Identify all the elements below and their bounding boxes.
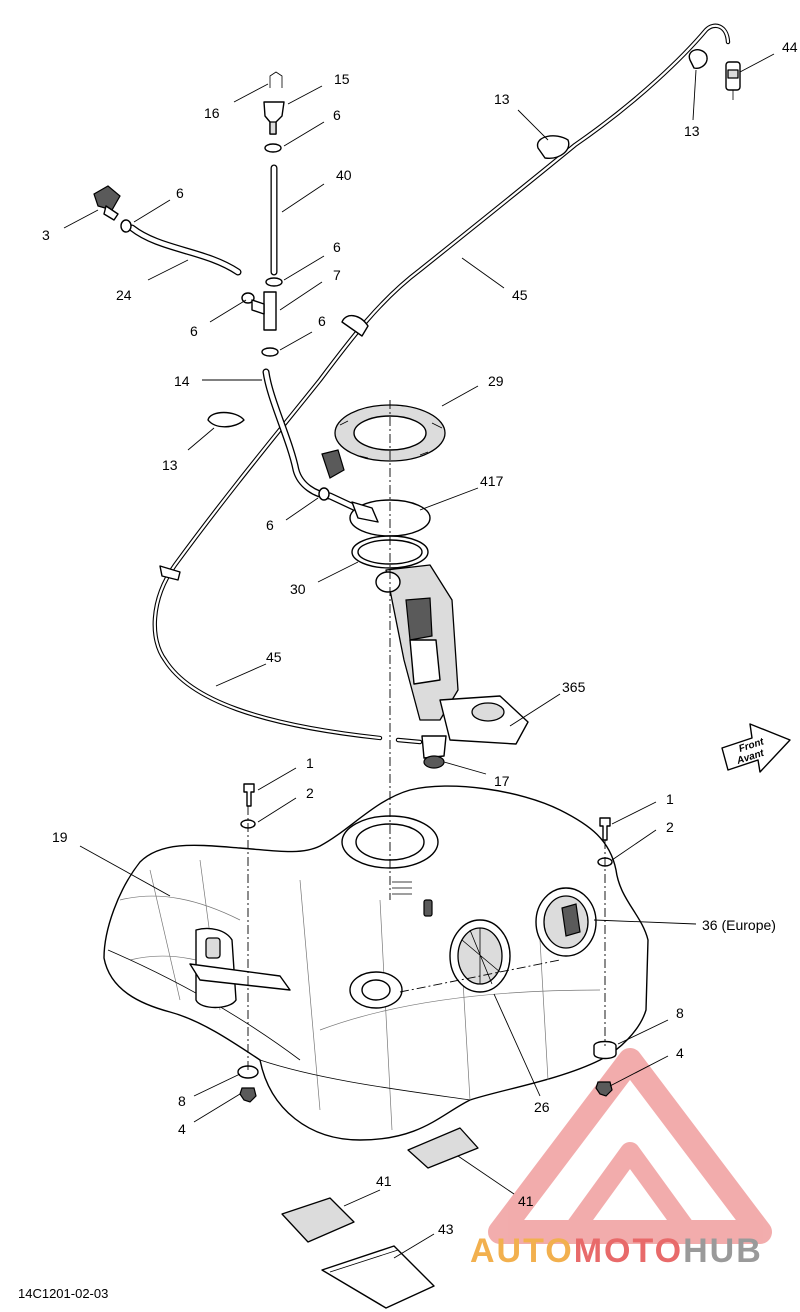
callout-1: 1 — [666, 791, 674, 807]
callout-365: 365 — [562, 679, 586, 695]
callout-40: 40 — [336, 167, 352, 183]
callout-45: 45 — [266, 649, 282, 665]
pump-flange-417 — [321, 449, 431, 537]
callout-1: 1 — [306, 755, 314, 771]
clamp-13-left — [207, 411, 245, 428]
callout-36-europe: 36 (Europe) — [702, 917, 776, 933]
callout-44: 44 — [782, 39, 798, 55]
callout-13: 13 — [684, 123, 700, 139]
gasket-30 — [351, 535, 429, 569]
callout-417: 417 — [480, 473, 504, 489]
watermark-hub: HUB — [683, 1232, 763, 1270]
connector-3 — [93, 185, 121, 221]
callout-41: 41 — [376, 1173, 392, 1189]
cap-26 — [449, 919, 511, 993]
callout-29: 29 — [488, 373, 504, 389]
center-lines — [247, 400, 606, 1072]
hose-24 — [128, 224, 242, 276]
callout-8: 8 — [676, 1005, 684, 1021]
vent-line-45 — [152, 23, 731, 745]
front-arrow: Front Avant — [721, 723, 791, 773]
callout-6: 6 — [318, 313, 326, 329]
callout-2: 2 — [666, 819, 674, 835]
bolt-1-right — [599, 817, 611, 841]
callout-4: 4 — [676, 1045, 684, 1061]
valve-15 — [263, 101, 285, 135]
tee-fitting-7 — [251, 291, 277, 331]
callout-13: 13 — [162, 457, 178, 473]
lock-ring-29 — [334, 404, 446, 462]
callout-15: 15 — [334, 71, 350, 87]
rubber-8-right — [593, 1040, 617, 1060]
callout-6: 6 — [333, 239, 341, 255]
clip-16 — [269, 71, 283, 88]
clamp-13-top — [536, 49, 708, 159]
leader-lines — [63, 53, 775, 1259]
callout-4: 4 — [178, 1121, 186, 1137]
watermark-logo — [488, 1048, 772, 1244]
callout-30: 30 — [290, 581, 306, 597]
callout-26: 26 — [534, 1099, 550, 1115]
watermark-text: AUTOMOTOHUB — [470, 1232, 763, 1270]
callout-24: 24 — [116, 287, 132, 303]
callout-13: 13 — [494, 91, 510, 107]
callout-6: 6 — [333, 107, 341, 123]
pad-41-lower — [281, 1197, 355, 1243]
callout-7: 7 — [333, 267, 341, 283]
bolt-1-left — [243, 783, 255, 807]
callout-45: 45 — [512, 287, 528, 303]
callout-2: 2 — [306, 785, 314, 801]
callout-labels: 44 13 13 15 16 6 40 6 3 24 6 7 6 6 45 14… — [42, 39, 798, 1237]
callout-19: 19 — [52, 829, 68, 845]
watermark-moto: MOTO — [574, 1232, 683, 1270]
callout-41: 41 — [518, 1193, 534, 1209]
callout-6: 6 — [266, 517, 274, 533]
callout-6: 6 — [190, 323, 198, 339]
svg-text:AUTOMOTOHUB: AUTOMOTOHUB — [470, 1232, 763, 1270]
callout-14: 14 — [174, 373, 190, 389]
line-clip — [159, 315, 369, 581]
pad-41-upper — [407, 1127, 479, 1169]
pad-43 — [321, 1245, 435, 1309]
nut-4-right — [595, 1081, 613, 1097]
callout-16: 16 — [204, 105, 220, 121]
watermark-auto: AUTO — [470, 1232, 574, 1270]
clamps-6 — [120, 143, 330, 501]
callout-17: 17 — [494, 773, 510, 789]
regulator-17 — [421, 735, 447, 769]
pump-module-365 — [375, 564, 529, 745]
drawing-code: 14C1201-02-03 — [18, 1286, 108, 1301]
callout-6: 6 — [176, 185, 184, 201]
callout-8: 8 — [178, 1093, 186, 1109]
fuel-tank-19 — [103, 785, 649, 1141]
vent-valve-44 — [725, 61, 741, 100]
cap-36 — [535, 887, 597, 957]
nut-4-left — [239, 1087, 257, 1103]
tank-small-parts — [392, 881, 433, 917]
callout-43: 43 — [438, 1221, 454, 1237]
callout-3: 3 — [42, 227, 50, 243]
